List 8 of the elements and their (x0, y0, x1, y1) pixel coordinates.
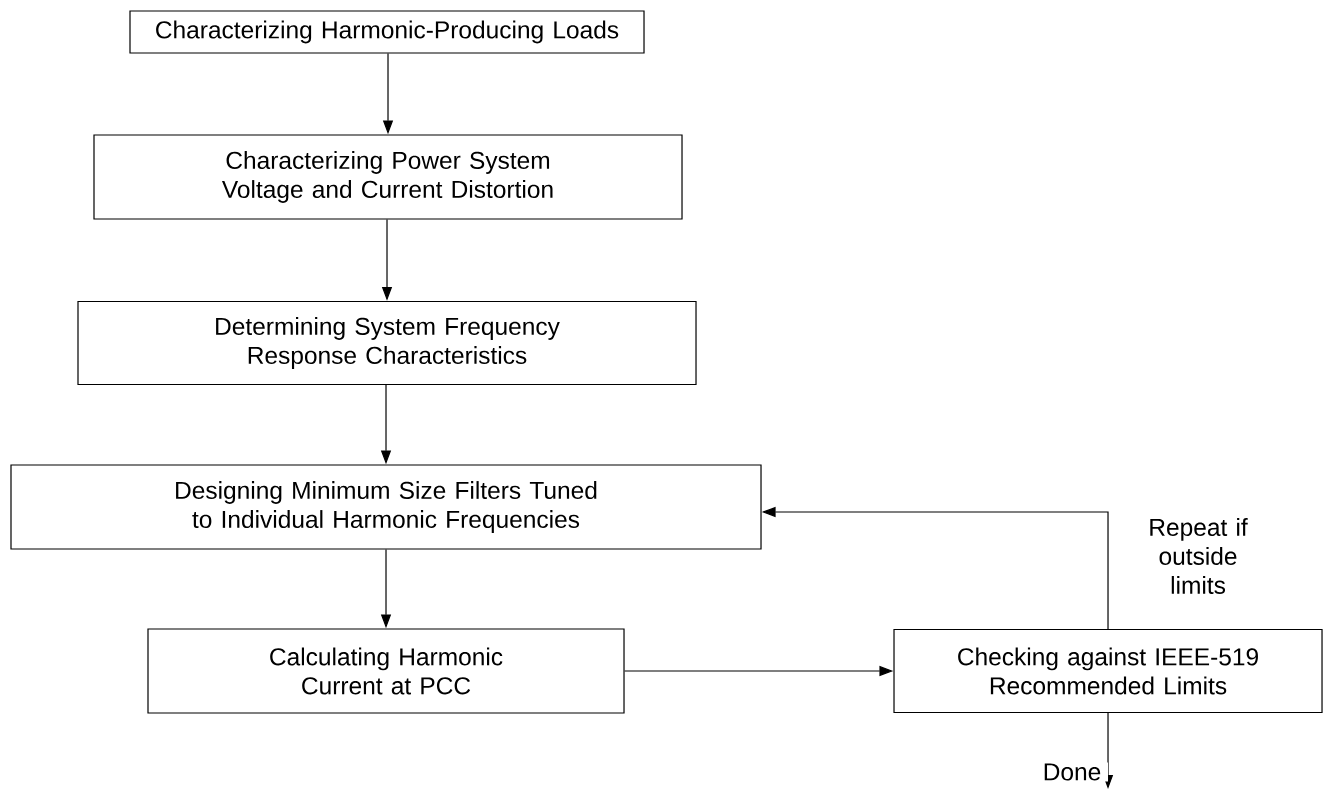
process-box: Calculating Harmonic Current at PCC (147, 628, 625, 714)
process-box: Determining System Frequency Response Characteristics (77, 300, 697, 386)
process-box: Designing Minimum Size Filters Tuned to Individual Harmonic Frequencies (10, 464, 762, 550)
process-box: Checking against IEEE-519 Recommended Limits (893, 628, 1323, 714)
edge-label: Repeat if outside limits (1139, 517, 1257, 595)
process-box: Characterizing Power System Voltage and Current Distortion (93, 134, 683, 220)
edge-label: Done (1036, 762, 1108, 782)
process-box: Characterizing Harmonic-Producing Loads (129, 10, 645, 54)
